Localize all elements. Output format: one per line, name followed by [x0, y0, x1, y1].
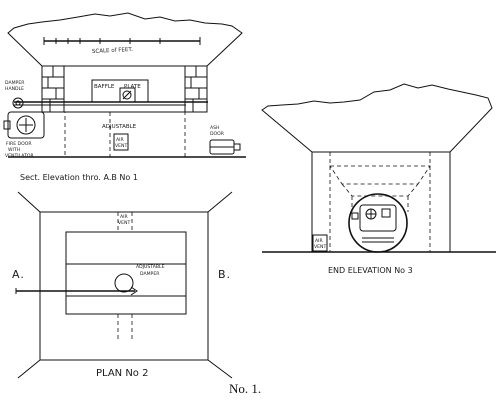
fire-door-label: FIRE DOOR — [6, 141, 32, 147]
damper-handle-label-2: HANDLE — [5, 86, 24, 92]
ash-door-label-2: DOOR — [210, 131, 225, 137]
marker-b: B. — [218, 268, 231, 281]
section-caption: Sect. Elevation thro. A.B No 1 — [20, 173, 138, 182]
scale-label: SCALE of FEET. — [92, 47, 134, 55]
figure-caption: No. 1. — [229, 381, 261, 396]
air-vent-label-2: VENT — [115, 143, 127, 149]
end-hood — [261, 83, 493, 153]
plan-caption: PLAN No 2 — [96, 368, 148, 379]
damper-disc — [122, 90, 132, 100]
air-vent-box — [113, 133, 129, 151]
plate-label: PLATE — [124, 84, 141, 90]
adjustable-damper-label-2: DAMPER — [140, 271, 160, 277]
air-vent-label: AIR — [116, 137, 124, 143]
adjustable-damper-label: ADJUSTABLE — [136, 264, 165, 270]
end-air-vent-label: AIR — [315, 238, 323, 244]
fire-door-label-2: WITH — [8, 147, 20, 153]
end-air-vent-label-2: VENT — [314, 244, 326, 250]
plan-view: AIR VENT ADJUSTABLE DAMPER A. B. PLAN No… — [12, 191, 233, 379]
plan-air-vent-label: AIR — [120, 214, 128, 220]
plan-inner — [65, 231, 187, 315]
baffle-label: BAFFLE — [94, 84, 115, 90]
plan-damper — [114, 273, 134, 293]
plan-outer — [39, 211, 209, 361]
ash-door-label: ASH — [210, 125, 220, 131]
scale-bar — [43, 37, 201, 45]
damper-handle-label: DAMPER — [5, 80, 25, 86]
end-air-vent-box — [312, 234, 328, 252]
section-elevation-view: SCALE of FEET. BAFFLE PLATE DAMPER HANDL… — [3, 12, 246, 182]
ash-door — [209, 139, 241, 155]
adjustable-label: ADJUSTABLE — [102, 124, 137, 130]
end-drum — [348, 193, 408, 253]
fire-door — [3, 111, 45, 139]
end-caption: END ELEVATION No 3 — [328, 266, 413, 275]
marker-a: A. — [12, 268, 25, 281]
end-elevation-view: AIR VENT END ELEVATION No 3 — [261, 83, 496, 275]
plan-air-vent-label-2: VENT — [118, 220, 130, 226]
end-hopper — [329, 165, 431, 185]
section-hood — [7, 12, 243, 67]
damper-handle — [12, 97, 24, 109]
fire-door-label-3: VENTILATOR — [5, 153, 35, 159]
